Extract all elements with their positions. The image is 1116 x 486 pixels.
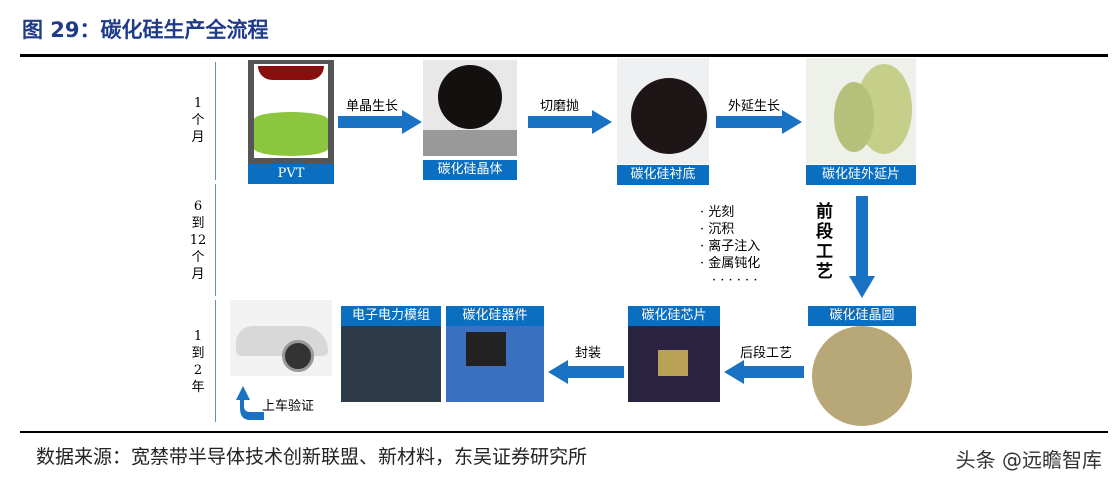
front-item: · 光刻 <box>700 205 735 220</box>
timeline-label: 1 到 2 年 <box>188 328 208 396</box>
timeline-line-1 <box>215 62 216 180</box>
substrate-image <box>617 58 709 164</box>
step-vehicle-validation: 上车验证 <box>262 399 315 414</box>
top-rule <box>20 54 1108 57</box>
device-image <box>446 326 544 402</box>
front-item: · 离子注入 <box>700 239 761 254</box>
step-single-crystal: 单晶生长 <box>346 99 399 114</box>
step-epitaxy: 外延生长 <box>728 99 781 114</box>
step-back-process: 后段工艺 <box>740 346 793 361</box>
arrow-left-icon <box>548 360 624 384</box>
step-packaging: 封装 <box>575 346 602 361</box>
wafer-label: 碳化硅晶圆 <box>808 306 916 326</box>
watermark: 头条 @远瞻智库 <box>955 448 1102 472</box>
arrow-left-icon <box>724 360 804 384</box>
wafer-image <box>808 326 916 426</box>
crystal-image <box>423 60 517 156</box>
arrow-up-curved-icon <box>236 386 264 420</box>
chip-label: 碳化硅芯片 <box>628 306 720 326</box>
front-item: · · · · · · <box>712 273 758 288</box>
module-image <box>341 326 441 402</box>
pvt-label: PVT <box>248 164 334 184</box>
source-note: 数据来源：宽禁带半导体技术创新联盟、新材料，东吴证券研究所 <box>36 446 588 468</box>
timeline-label: 1 个 月 <box>188 95 208 146</box>
arrow-right-icon <box>338 110 422 134</box>
epi-wafer-image <box>806 58 916 164</box>
front-item: · 沉积 <box>700 222 735 237</box>
substrate-label: 碳化硅衬底 <box>617 165 709 185</box>
car-image <box>230 300 332 376</box>
chip-image <box>628 326 720 402</box>
step-cut-polish: 切磨抛 <box>540 99 580 114</box>
device-label: 碳化硅器件 <box>446 306 544 326</box>
pvt-furnace-image <box>248 60 334 164</box>
arrow-right-icon <box>528 110 612 134</box>
timeline-line-3 <box>215 300 216 422</box>
epi-label: 碳化硅外延片 <box>806 165 916 185</box>
module-label: 电子电力模组 <box>341 306 441 326</box>
figure-title: 图 29：碳化硅生产全流程 <box>22 18 269 42</box>
bottom-rule <box>20 431 1108 433</box>
arrow-right-icon <box>716 110 802 134</box>
arrow-down-icon <box>849 196 875 298</box>
timeline-line-2 <box>215 184 216 296</box>
crystal-label: 碳化硅晶体 <box>423 160 517 180</box>
front-item: · 金属钝化 <box>700 256 761 271</box>
timeline-label: 6 到 12 个 月 <box>188 198 208 283</box>
step-front-process: 前段工艺 <box>816 202 833 282</box>
